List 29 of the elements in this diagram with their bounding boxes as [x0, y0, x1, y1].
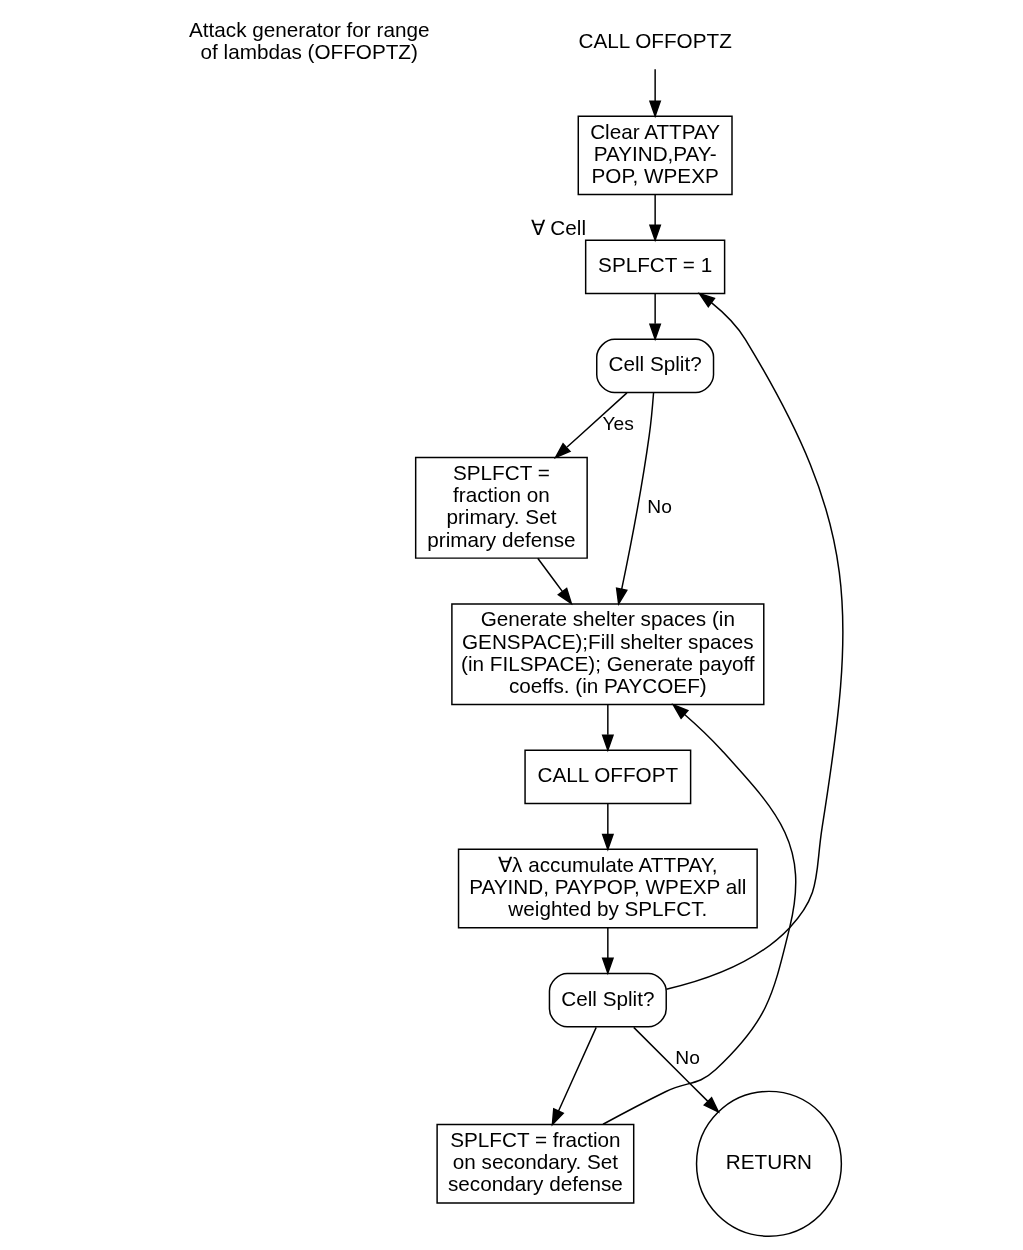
node-label: ∀ Cell [530, 215, 587, 239]
edge-label: No [675, 1047, 700, 1069]
arrow [633, 1026, 720, 1114]
node-box: Cell Split? [548, 972, 667, 1028]
arrow [665, 292, 844, 990]
arrow [648, 194, 662, 243]
arrow [551, 1026, 597, 1127]
edge-label: Yes [602, 413, 634, 435]
arrow [553, 392, 628, 459]
node-box: SPLFCT = 1 [584, 239, 726, 295]
arrow [601, 802, 615, 852]
node-box: Generate shelter spaces (in GENSPACE);Fill shelter spaces (in FILSPACE); Generate payoff coeffs. (in PAYCOEF) [451, 603, 765, 706]
node-box: SPLFCT = fraction on secondary. Set secondary defense [436, 1123, 635, 1204]
arrow [648, 292, 662, 342]
edge-label: No [647, 495, 672, 517]
arrow [537, 557, 573, 606]
arrow [601, 927, 615, 976]
arrow [602, 703, 797, 1125]
node-box: ∀λ accumulate ATTPAY, PAYIND, PAYPOP, WPEXP all weighted by SPLFCT. [457, 848, 758, 929]
node-text: CALL OFFOPTZ [578, 28, 732, 52]
node-box: SPLFCT = fraction on primary. Set primary defense [414, 456, 588, 559]
arrow [648, 68, 662, 119]
node-box: Clear ATTPAY PAYIND,PAY- POP, WPEXP [577, 115, 733, 196]
label: Attack generator for range of lambdas (OFFOPTZ) [189, 17, 430, 63]
node-circle: RETURN [695, 1090, 843, 1237]
node-box: Cell Split? [596, 338, 715, 394]
arrow [615, 391, 655, 606]
node-box: CALL OFFOPT [524, 749, 692, 805]
arrow [601, 704, 615, 753]
